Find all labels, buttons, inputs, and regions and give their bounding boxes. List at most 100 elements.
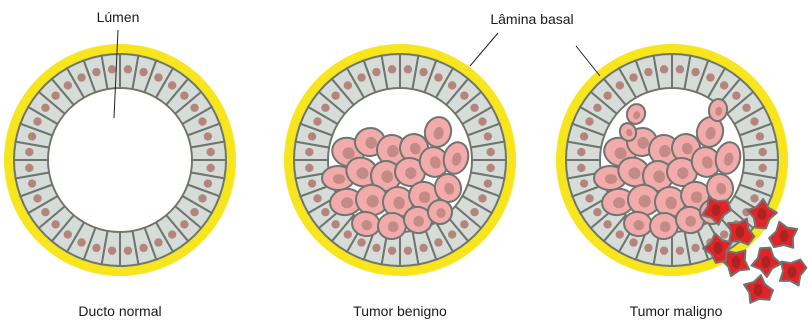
cell-nucleus — [206, 164, 214, 172]
cell-nucleus — [308, 179, 316, 187]
cell-nucleus — [434, 73, 442, 81]
cell-nucleus — [460, 91, 468, 99]
cell-nucleus — [484, 179, 492, 187]
cell-nucleus — [388, 65, 396, 73]
tumor-nucleus — [333, 174, 345, 184]
cell-nucleus — [434, 238, 442, 246]
panel-normal-duct — [4, 44, 236, 276]
tumor-nucleus — [605, 174, 617, 184]
cell-nucleus — [404, 246, 412, 254]
cell-nucleus — [470, 208, 478, 216]
cell-nucleus — [139, 244, 147, 252]
lumen-label: Lúmen — [97, 9, 140, 25]
invasive-cell-nucleus — [736, 226, 745, 238]
cell-nucleus — [691, 68, 699, 76]
cell-nucleus — [388, 246, 396, 254]
cell-nucleus — [305, 164, 313, 172]
cell-nucleus — [198, 194, 206, 202]
cell-nucleus — [758, 148, 766, 156]
cell-nucleus — [168, 81, 176, 89]
cell-nucleus — [321, 208, 329, 216]
cell-nucleus — [180, 91, 188, 99]
panel-malignant-tumor — [556, 44, 806, 303]
cell-nucleus — [357, 73, 365, 81]
basal-lamina-label: Lâmina basal — [490, 11, 573, 27]
cell-nucleus — [580, 132, 588, 140]
cell-nucleus — [190, 104, 198, 112]
cell-nucleus — [124, 246, 132, 254]
cell-nucleus — [486, 148, 494, 156]
cell-nucleus — [206, 148, 214, 156]
cell-nucleus — [585, 117, 593, 125]
cell-nucleus — [448, 230, 456, 238]
invasive-cell-nucleus — [712, 204, 721, 216]
cell-nucleus — [460, 220, 468, 228]
cell-nucleus — [124, 65, 132, 73]
cell-nucleus — [448, 81, 456, 89]
cell-nucleus — [616, 230, 624, 238]
cell-nucleus — [33, 194, 41, 202]
invasive-cells — [702, 197, 806, 303]
cell-nucleus — [25, 148, 33, 156]
cell-nucleus — [154, 73, 162, 81]
cell-nucleus — [720, 81, 728, 89]
invasive-cell-nucleus — [714, 242, 723, 254]
invasive-cell-nucleus — [788, 266, 797, 278]
cell-nucleus — [644, 68, 652, 76]
cell-nucleus — [616, 81, 624, 89]
cell-nucleus — [77, 73, 85, 81]
cell-nucleus — [204, 132, 212, 140]
cell-nucleus — [419, 244, 427, 252]
cell-nucleus — [313, 194, 321, 202]
cell-nucleus — [756, 132, 764, 140]
cell-nucleus — [742, 104, 750, 112]
cell-nucleus — [720, 230, 728, 238]
cell-nucleus — [484, 132, 492, 140]
cell-nucleus — [478, 194, 486, 202]
cell-nucleus — [51, 220, 59, 228]
cell-nucleus — [331, 220, 339, 228]
invasive-cell-nucleus — [762, 256, 771, 268]
tumor-nucleus — [436, 208, 445, 218]
cell-nucleus — [33, 117, 41, 125]
cell-nucleus — [108, 246, 116, 254]
cell-nucleus — [372, 68, 380, 76]
cell-nucleus — [706, 73, 714, 81]
cell-nucleus — [660, 246, 668, 254]
cell-nucleus — [139, 68, 147, 76]
caption-normal-duct: Ducto normal — [78, 303, 161, 319]
cell-nucleus — [470, 104, 478, 112]
cell-nucleus — [372, 244, 380, 252]
caption-malignant-tumor: Tumor maligno — [630, 303, 723, 319]
cell-nucleus — [321, 104, 329, 112]
cell-nucleus — [41, 104, 49, 112]
cell-nucleus — [108, 65, 116, 73]
cell-nucleus — [357, 238, 365, 246]
cell-nucleus — [92, 244, 100, 252]
cell-nucleus — [577, 164, 585, 172]
cell-nucleus — [593, 104, 601, 112]
cell-nucleus — [593, 208, 601, 216]
cell-nucleus — [344, 230, 352, 238]
cell-nucleus — [64, 81, 72, 89]
cell-nucleus — [603, 220, 611, 228]
cell-nucleus — [404, 65, 412, 73]
cell-nucleus — [486, 164, 494, 172]
cell-nucleus — [603, 91, 611, 99]
cell-nucleus — [478, 117, 486, 125]
cell-nucleus — [51, 91, 59, 99]
invasive-cell-nucleus — [780, 230, 789, 242]
cell-nucleus — [344, 81, 352, 89]
cell-nucleus — [180, 220, 188, 228]
cell-nucleus — [41, 208, 49, 216]
invasive-cell-nucleus — [754, 284, 763, 296]
cell-nucleus — [732, 91, 740, 99]
cell-nucleus — [25, 164, 33, 172]
cell-nucleus — [750, 194, 758, 202]
cell-nucleus — [691, 244, 699, 252]
cell-nucleus — [28, 132, 36, 140]
cell-nucleus — [577, 148, 585, 156]
cell-nucleus — [676, 246, 684, 254]
cell-nucleus — [64, 230, 72, 238]
